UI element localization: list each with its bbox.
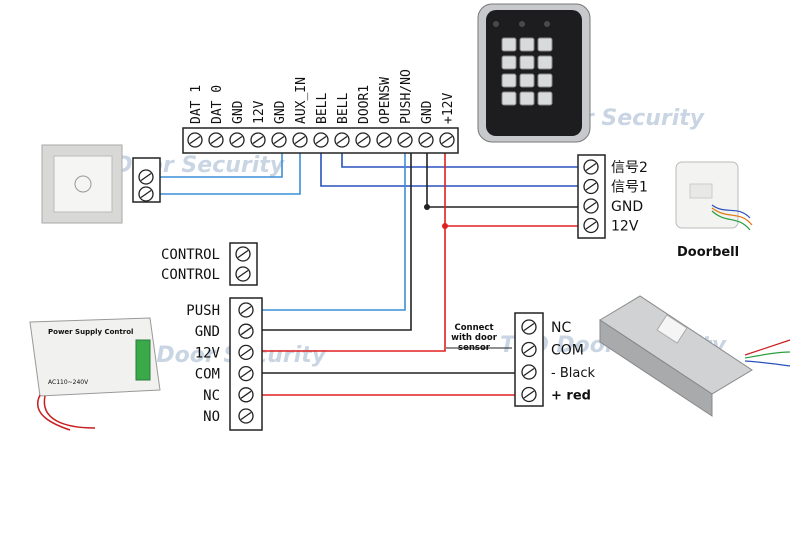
controller-terminal-label: PUSH/NO <box>399 69 414 124</box>
lock-note: Connect with door sensor <box>446 323 512 353</box>
control-terminal-block: CONTROL CONTROL <box>161 242 258 286</box>
controller-terminal-label: BELL <box>336 93 351 124</box>
controller-terminal-screw <box>208 132 224 148</box>
psu-terminal-screw <box>238 302 254 318</box>
doorbell-terminal-label: 12V <box>611 219 639 235</box>
keypad-image <box>477 3 591 143</box>
control-terminal-screw <box>235 266 251 282</box>
psu-terminal-screw <box>238 387 254 403</box>
controller-terminal-screw <box>229 132 245 148</box>
psu-terminal-screw <box>238 323 254 339</box>
controller-terminal-label: GND <box>420 100 435 124</box>
controller-terminal-label: BELL <box>315 93 330 124</box>
lock-note-line-2: with door <box>451 333 498 343</box>
controller-terminal-screw <box>397 132 413 148</box>
controller-terminal-label: GND <box>273 100 288 124</box>
lock-note-line-1: Connect <box>454 323 493 333</box>
psu-terminal-label: NO <box>203 409 220 425</box>
psu-voltage: AC110~240V <box>48 379 89 386</box>
wires <box>160 144 578 396</box>
psu-terminal-label: 12V <box>195 345 221 361</box>
lock-terminal-screw <box>521 364 537 380</box>
controller-terminal-screw <box>313 132 329 148</box>
controller-terminal-screw <box>271 132 287 148</box>
doorbell-terminal-label: 信号1 <box>611 180 648 196</box>
controller-terminal-screw <box>334 132 350 148</box>
controller-terminal-screw <box>187 132 203 148</box>
exit-button-terminal <box>132 157 161 203</box>
controller-terminal-block: DAT 1 DAT 0 GND 12V GND AUX_IN BELL BELL DOOR1 OP… <box>182 69 459 154</box>
psu-terminal-label: COM <box>195 367 220 383</box>
psu-terminal-label: NC <box>203 388 220 404</box>
wire-exit-gnd <box>160 144 283 178</box>
lock-terminal-screw <box>521 386 537 403</box>
controller-terminal-screw <box>250 132 266 148</box>
psu-terminal-screw <box>238 408 254 424</box>
psu-terminal-screw <box>238 344 254 361</box>
psu-terminal-label: PUSH <box>186 303 220 319</box>
control-terminal-label: CONTROL <box>161 247 220 263</box>
lock-terminal-label: + red <box>551 389 591 404</box>
controller-terminal-label: DAT 1 <box>189 85 204 124</box>
doorbell-terminal-screw <box>583 217 599 234</box>
lock-terminal-screw <box>521 341 537 358</box>
controller-terminal-label: AUX_IN <box>294 77 309 124</box>
controller-terminal-screw <box>439 132 455 148</box>
wire-bell-sig1 <box>320 144 578 187</box>
controller-terminal-label: OPENSW <box>378 77 393 124</box>
wire-exit-aux <box>160 144 301 195</box>
controller-terminal-label: DAT 0 <box>210 85 225 124</box>
doorbell-terminal-screw <box>583 159 599 175</box>
controller-terminal-label: +12V <box>441 93 456 124</box>
lock-image <box>599 295 791 417</box>
control-terminal-screw <box>235 246 251 262</box>
doorbell-label: Doorbell <box>677 245 739 260</box>
doorbell-terminal-label: GND <box>611 199 643 215</box>
psu-terminal-block: PUSH GND 12V COM NC NO <box>186 297 263 431</box>
wire-12v-psu <box>262 226 446 352</box>
controller-terminal-screw <box>355 132 371 148</box>
wire-junctions <box>424 204 448 229</box>
wire-12v-doorbell <box>444 144 578 227</box>
controller-terminal-screw <box>376 132 392 148</box>
controller-terminal-label: GND <box>231 100 246 124</box>
lock-terminal-label: COM <box>551 343 584 359</box>
doorbell-terminal-screw <box>583 178 599 195</box>
controller-terminal-screw <box>418 132 434 148</box>
lock-terminal-block: NC COM - Black + red <box>514 312 595 407</box>
power-supply-image: Power Supply Control AC110~240V <box>29 317 161 431</box>
controller-terminal-screw <box>292 132 308 148</box>
controller-terminal-label: DOOR1 <box>357 85 372 124</box>
controller-terminal-label: 12V <box>252 100 267 124</box>
lock-terminal-screw <box>521 319 537 335</box>
control-terminal-label: CONTROL <box>161 267 220 283</box>
psu-title: Power Supply Control <box>48 328 133 336</box>
psu-terminal-label: GND <box>195 324 220 340</box>
psu-terminal-screw <box>238 365 254 382</box>
doorbell-terminal-screw <box>583 198 599 214</box>
wire-push <box>262 144 406 311</box>
exit-button-image <box>41 144 123 224</box>
lock-terminal-label: - Black <box>551 366 595 381</box>
lock-terminal-label: NC <box>551 320 571 336</box>
doorbell-terminal-label: 信号2 <box>611 160 648 176</box>
wire-gnd-psu <box>262 144 412 331</box>
doorbell-image <box>675 161 753 231</box>
